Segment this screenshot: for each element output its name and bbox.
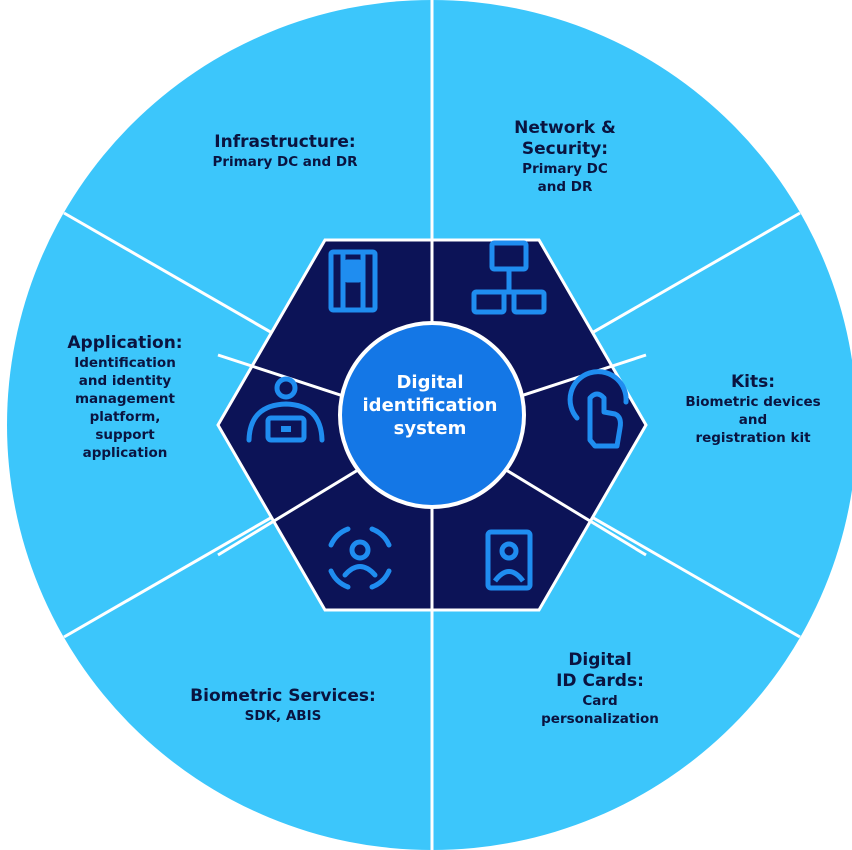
segment-label-digital-id-cards: Digital ID Cards: Card personalization — [520, 650, 680, 728]
segment-label-application: Application: Identification and identity… — [40, 333, 210, 462]
segment-detail: Primary DC and DR — [212, 154, 358, 170]
segment-detail: Biometric devices and registration kit — [685, 394, 821, 446]
network-icon — [471, 240, 547, 315]
segment-label-infrastructure: Infrastructure: Primary DC and DR — [180, 132, 390, 171]
segment-title: Application: — [67, 333, 183, 353]
segment-title: Kits: — [730, 372, 776, 392]
center-label: Digital identification system — [362, 371, 498, 439]
segment-label-network-security: Network & Security: Primary DC and DR — [490, 118, 640, 196]
segment-detail: Primary DC and DR — [522, 161, 608, 195]
id-card-icon — [485, 529, 533, 591]
segment-dividers — [63, 0, 801, 850]
segment-title: Network & Security: — [514, 118, 616, 159]
center-circle — [338, 321, 526, 509]
segment-title: Digital ID Cards: — [556, 650, 644, 691]
user-laptop-icon — [246, 376, 325, 443]
touch-finger-icon — [567, 369, 629, 449]
segment-label-biometric-services: Biometric Services: SDK, ABIS — [168, 686, 398, 725]
face-scan-icon — [328, 526, 392, 590]
segment-detail: Identification and identity management p… — [74, 355, 176, 461]
segment-label-kits: Kits: Biometric devices and registration… — [668, 372, 838, 447]
segment-detail: Card personalization — [541, 693, 659, 727]
segment-detail: SDK, ABIS — [244, 708, 322, 724]
segment-title: Biometric Services: — [190, 686, 376, 706]
segment-title: Infrastructure: — [214, 132, 356, 152]
server-rack-icon — [328, 249, 378, 313]
